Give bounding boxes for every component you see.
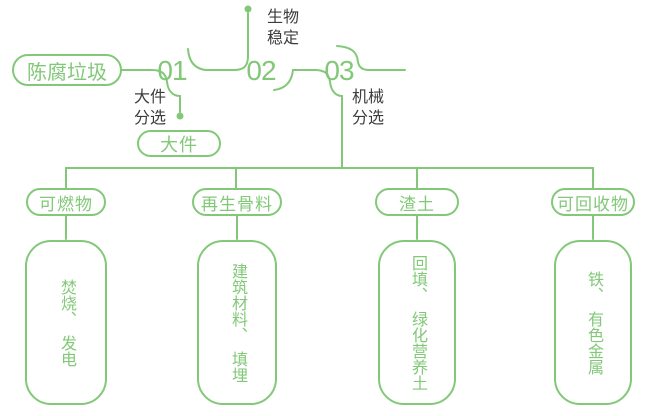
node-bulky-output-label: 大件 — [160, 134, 198, 155]
node-category-combustibles: 可燃物 — [26, 188, 106, 216]
category-label: 渣土 — [399, 194, 435, 214]
connector-step02-to-step03 — [273, 69, 343, 169]
node-result-building-materials: 建筑材料、 填埋 — [197, 240, 277, 405]
step-number-02: 02 — [246, 55, 276, 86]
node-category-recyclables: 可回收物 — [551, 188, 635, 216]
node-category-slag-soil: 渣土 — [375, 188, 459, 216]
label-bulky-sorting: 大件分选 — [134, 89, 167, 127]
node-result-incineration: 焚烧、 发电 — [25, 240, 107, 405]
label-mechanical-sorting: 机械分选 — [352, 89, 385, 127]
category-label: 可回收物 — [557, 194, 629, 214]
category-label: 再生骨料 — [201, 194, 273, 214]
result-text: 回填、 绿化营养土 — [409, 254, 426, 391]
bulky-line-dot — [176, 112, 184, 120]
result-text: 铁、 有色金属 — [585, 270, 602, 375]
category-to-result-connectors — [65, 215, 594, 240]
node-bulky-output: 大件 — [137, 130, 221, 157]
node-source: 陈腐垃圾 — [12, 54, 122, 86]
distribution-line — [65, 167, 594, 189]
node-result-metals: 铁、 有色金属 — [554, 240, 632, 405]
result-text: 焚烧、 发电 — [58, 278, 75, 367]
label-biological-stabilization: 生物稳定 — [267, 9, 300, 47]
node-result-backfill: 回填、 绿化营养土 — [378, 240, 456, 405]
node-category-recycled-aggregate: 再生骨料 — [192, 188, 282, 216]
bio-line-dot — [244, 5, 252, 13]
connector-source-to-step01 — [121, 69, 181, 113]
node-source-label: 陈腐垃圾 — [27, 61, 107, 84]
connector-step03-outlet — [336, 45, 406, 71]
step-number-03: 03 — [324, 55, 354, 86]
connector-step01-to-step02 — [187, 12, 249, 71]
step-number-01: 01 — [157, 55, 187, 86]
category-label: 可燃物 — [39, 194, 93, 214]
result-text: 建筑材料、 填埋 — [229, 262, 246, 383]
